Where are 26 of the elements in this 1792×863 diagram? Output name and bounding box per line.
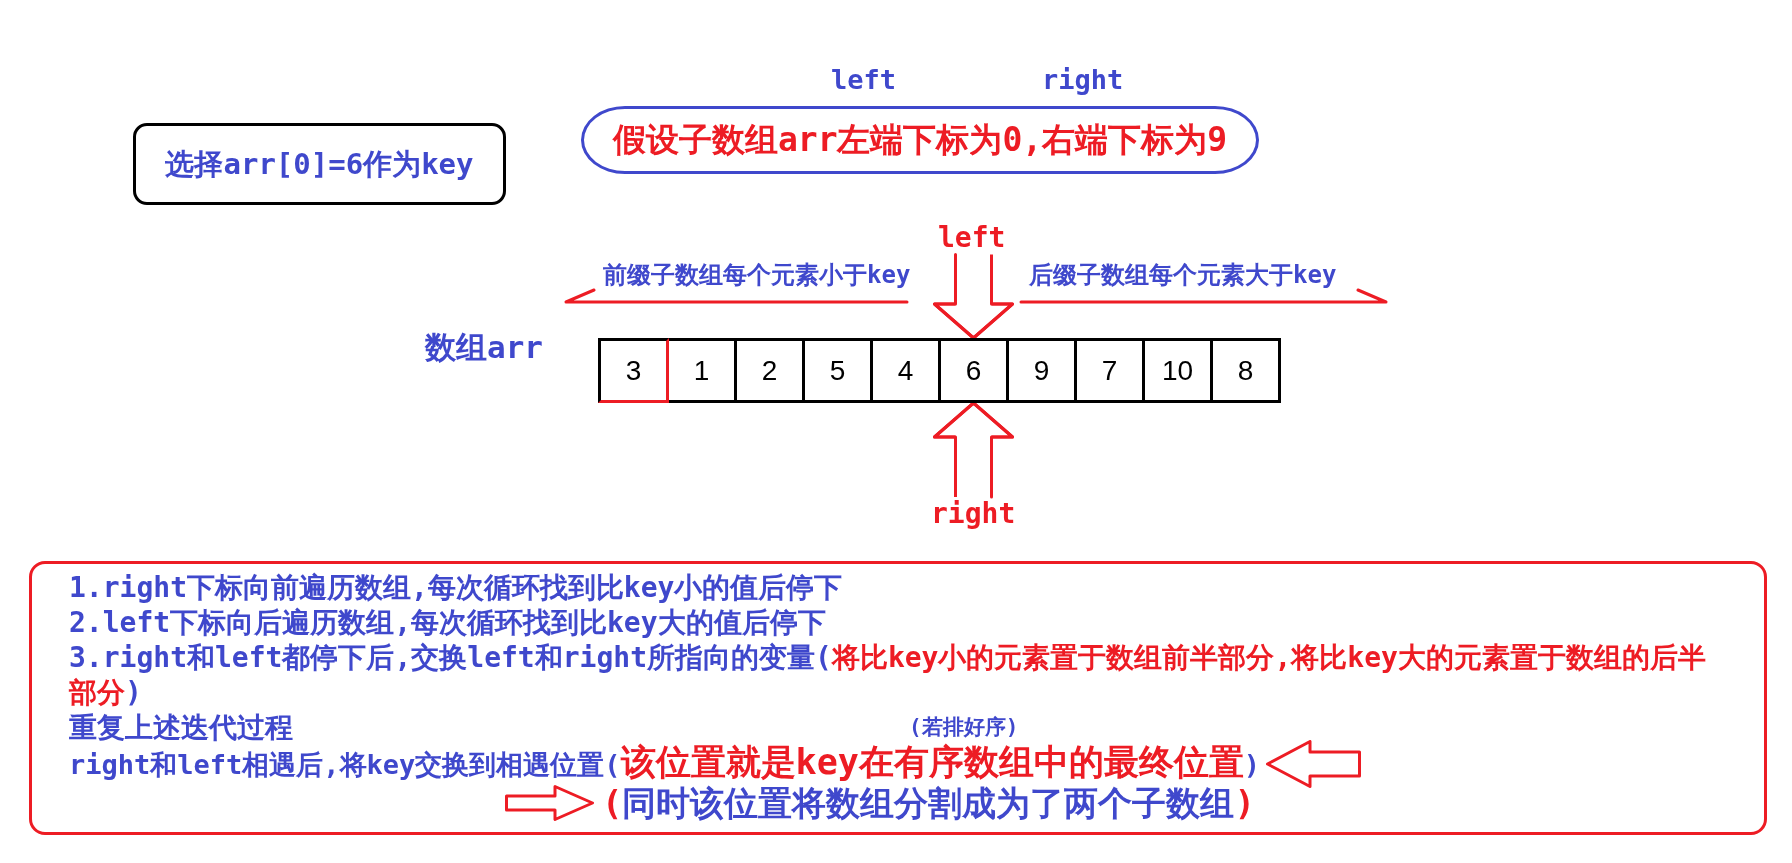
array-cell: 3 (598, 338, 669, 403)
array-cell: 4 (870, 338, 941, 403)
step-text: 2.left下标向后遍历数组,每次循环找到比key大的值后停下 (69, 605, 826, 640)
range-label: 后缀子数组每个元素大于key (1029, 263, 1337, 287)
array-cell: 10 (1142, 338, 1213, 403)
pointer-label: left (938, 221, 1006, 255)
array-cell: 5 (802, 338, 873, 403)
conclusion-text: right和left相遇后,将key交换到相遇位置(该位置就是key在有序数组中的最终位置) (69, 742, 1261, 784)
step-text: 重复上述迭代过程 (69, 710, 293, 745)
annotation-text: (若排好序) (909, 715, 1019, 739)
step-text: 3.right和left都停下后,交换left和right所指向的变量(将比key小的元素置于数组前半部分,将比key大的元素置于数组的后半部分) (69, 640, 1707, 710)
step-text: 1.right下标向前遍历数组,每次循环找到比key小的值后停下 (69, 570, 843, 605)
array-cell: 2 (734, 338, 805, 403)
pointer-label: right (931, 497, 1016, 531)
array-cell: 7 (1074, 338, 1145, 403)
rounded-box: 选择arr[0]=6作为key (133, 123, 506, 205)
rounded-box (29, 561, 1767, 835)
conclusion-text: (同时该位置将数组分割成为了两个子数组) (602, 783, 1255, 823)
array-cell: 6 (938, 338, 1009, 403)
index-label: right (1042, 64, 1124, 97)
range-label: 前缀子数组每个元素小于key (603, 263, 911, 287)
array-label: 数组arr (425, 329, 543, 367)
array-cell: 1 (666, 338, 737, 403)
array-cell: 8 (1210, 338, 1281, 403)
array-cell: 9 (1006, 338, 1077, 403)
index-label: left (831, 64, 897, 97)
